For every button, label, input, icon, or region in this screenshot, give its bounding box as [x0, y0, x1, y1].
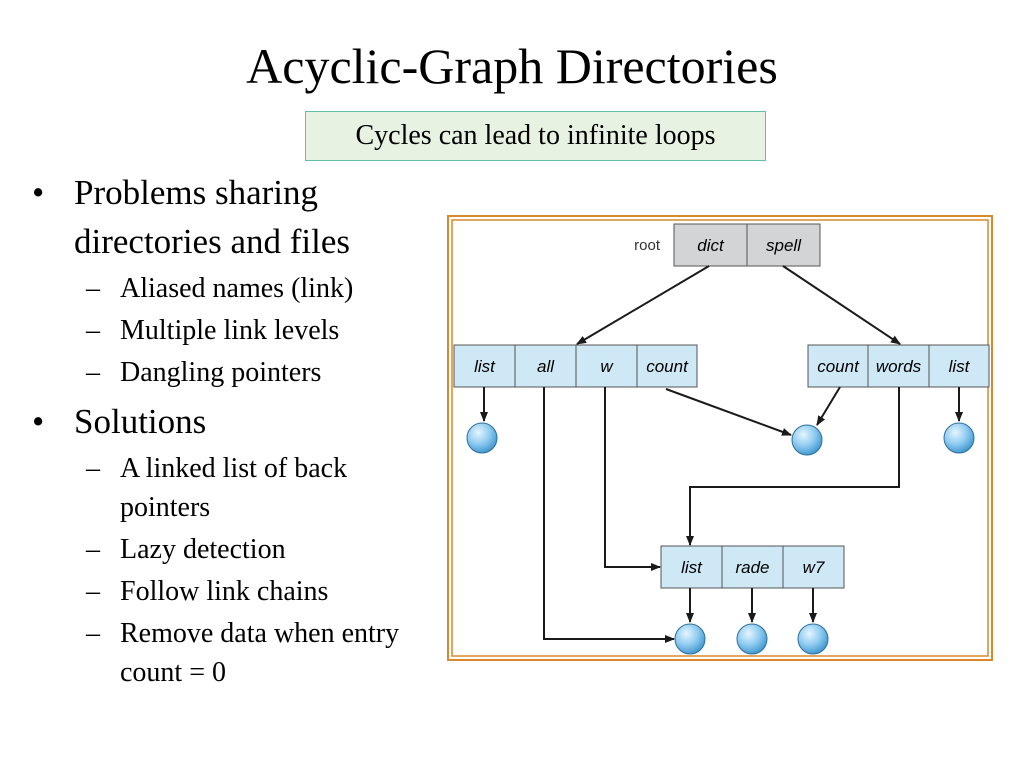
bullet-problems: Problems sharing directories and files	[28, 168, 428, 266]
file-node-spell-list	[943, 422, 975, 454]
file-node-shared-list	[674, 623, 706, 655]
shared-entry-rade: rade	[735, 558, 769, 577]
dict-entry-list: list	[474, 357, 496, 376]
edge-all-file	[543, 387, 675, 643]
directory-graph-figure: root dict spell list all w count count w…	[447, 215, 993, 661]
figure-frame-inner	[451, 219, 989, 657]
root-label: root	[634, 237, 661, 254]
sub-bullet-lazy-detection: Lazy detection	[28, 530, 428, 569]
shared-entry-w7: w7	[803, 558, 825, 577]
shared-entry-list: list	[681, 558, 703, 577]
edge-dict-count-file	[665, 388, 792, 436]
edge-root-dict	[576, 265, 710, 345]
sub-bullet-remove-data: Remove data when entry count = 0	[28, 614, 428, 692]
sub-bullet-back-pointers: A linked list of back pointers	[28, 449, 428, 527]
root-directory: dict spell	[673, 223, 821, 267]
sub-bullet-link-levels: Multiple link levels	[28, 311, 428, 350]
edge-words-shared	[686, 387, 900, 546]
dict-entry-all: all	[537, 357, 555, 376]
edge-w-shared	[604, 387, 661, 571]
dict-entry-w: w	[600, 357, 614, 376]
spell-entry-words: words	[876, 357, 922, 376]
sub-bullet-follow-link-chains: Follow link chains	[28, 572, 428, 611]
spell-entry-count: count	[817, 357, 860, 376]
root-entry-spell: spell	[766, 236, 802, 255]
bullet-solutions: Solutions	[28, 397, 428, 446]
slide-title: Acyclic-Graph Directories	[246, 38, 778, 94]
callout-box: Cycles can lead to infinite loops	[305, 111, 766, 161]
dict-entry-count: count	[646, 357, 689, 376]
bullet-list: Problems sharing directories and files A…	[28, 168, 428, 692]
sub-bullet-aliased-names: Aliased names (link)	[28, 269, 428, 308]
spell-directory: count words list	[807, 344, 990, 388]
edge-root-spell	[782, 265, 901, 345]
file-node-w7	[797, 623, 829, 655]
root-entry-dict: dict	[697, 236, 725, 255]
spell-entry-list: list	[949, 357, 971, 376]
edge-spell-count-file	[816, 386, 841, 426]
file-node-dict-list	[466, 422, 498, 454]
file-node-count-shared	[791, 424, 823, 456]
file-node-rade	[736, 623, 768, 655]
figure-frame-outer	[447, 215, 993, 661]
shared-directory: list rade w7	[660, 545, 845, 589]
dict-directory: list all w count	[453, 344, 698, 388]
sub-bullet-dangling-pointers: Dangling pointers	[28, 353, 428, 392]
